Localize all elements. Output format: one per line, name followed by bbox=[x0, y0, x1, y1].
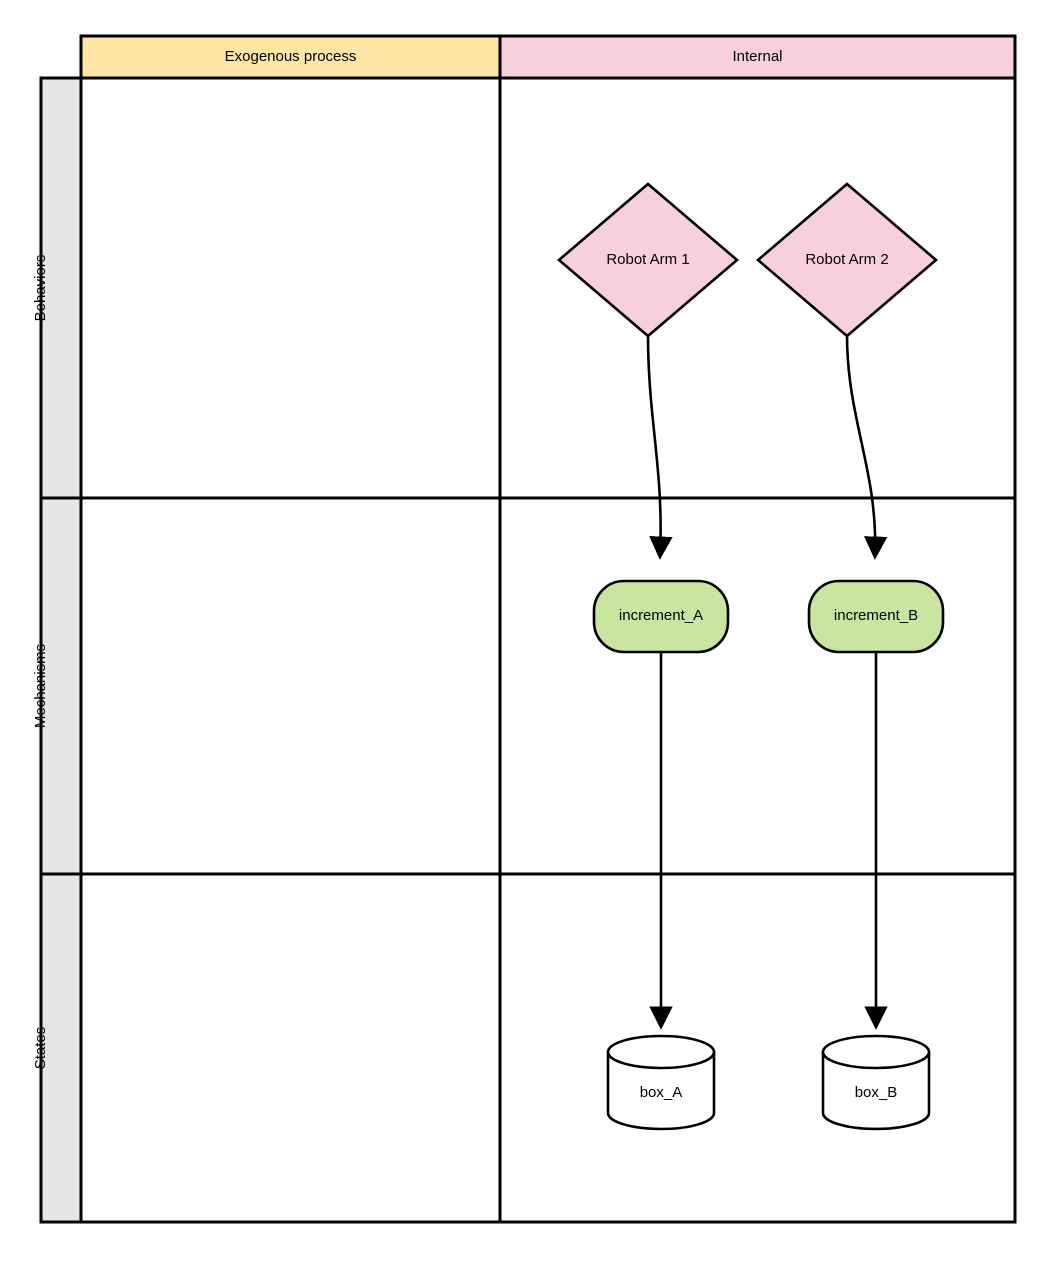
edge-layer bbox=[646, 334, 888, 1030]
node-robot-arm-2-shape[interactable] bbox=[755, 182, 939, 338]
lane-cell-mechanisms-exogenous bbox=[79, 496, 502, 876]
lane-cell-mechanisms-internal bbox=[498, 496, 1017, 876]
node-layer bbox=[556, 182, 945, 1131]
lane-cell-behaviors-exogenous bbox=[79, 76, 502, 500]
edge-arm2-incrementb bbox=[845, 334, 888, 560]
column-header-internal-cell bbox=[498, 34, 1017, 80]
row-header-behaviors-cell bbox=[39, 76, 83, 500]
node-increment-a-shape[interactable] bbox=[592, 579, 730, 654]
node-box-b-shape[interactable] bbox=[821, 1034, 931, 1131]
lane-cell-behaviors-internal bbox=[498, 76, 1017, 500]
node-robot-arm-1-shape[interactable] bbox=[556, 182, 740, 338]
node-increment-b-shape[interactable] bbox=[807, 579, 945, 654]
column-header-exogenous-cell bbox=[79, 34, 502, 80]
lane-grid bbox=[39, 34, 1017, 1224]
row-header-mechanisms-cell bbox=[39, 496, 83, 876]
lane-cell-states-internal bbox=[498, 872, 1017, 1224]
edge-arm1-incrementa bbox=[646, 334, 673, 560]
lane-cell-states-exogenous bbox=[79, 872, 502, 1224]
node-box-a-shape[interactable] bbox=[606, 1034, 716, 1131]
row-header-states-cell bbox=[39, 872, 83, 1224]
